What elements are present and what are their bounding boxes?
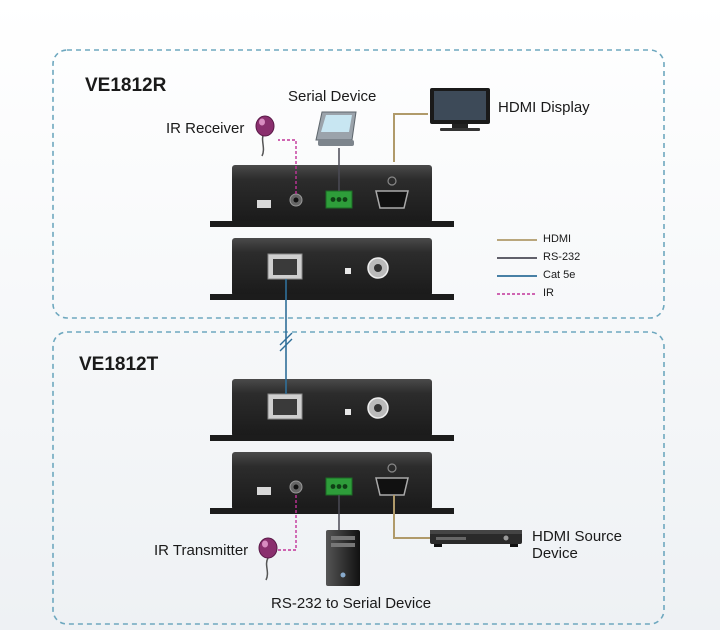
transmitter-ir-cable xyxy=(278,495,297,551)
power-led-icon xyxy=(387,176,397,186)
transmitter-group-box xyxy=(52,331,665,625)
hdmi-source-device-label: HDMI Source Device xyxy=(532,528,623,562)
hdmi-display-icon xyxy=(430,88,490,131)
transmitter-rear-device xyxy=(210,379,454,441)
pc-tower-icon xyxy=(326,530,360,586)
hdmi-port-icon xyxy=(375,477,409,496)
hdmi-port-icon xyxy=(375,190,409,209)
ir-receiver-label: IR Receiver xyxy=(166,120,245,137)
receiver-ir-cable xyxy=(278,139,297,194)
legend-lines xyxy=(497,239,537,295)
cable-break-icon xyxy=(279,332,293,352)
rs232-serial-device-label: RS-232 to Serial Device xyxy=(271,595,432,612)
switch-icon xyxy=(257,487,271,495)
legend-label-ir: IR xyxy=(543,287,554,299)
switch-icon xyxy=(257,200,271,208)
legend-label-cat5e: Cat 5e xyxy=(543,269,576,281)
receiver-hdmi-cable xyxy=(393,113,428,162)
legend-label-hdmi: HDMI xyxy=(543,233,572,245)
legend-label-rs232: RS-232 xyxy=(543,251,581,263)
receiver-model-title: VE1812R xyxy=(85,75,167,96)
transmitter-front-device xyxy=(210,452,454,514)
serial-device-icon xyxy=(315,111,357,146)
ir-transmitter-label: IR Transmitter xyxy=(154,542,249,559)
hdmi-source-player-icon xyxy=(430,530,522,547)
ir-receiver-eye-icon xyxy=(255,115,275,157)
ir-transmitter-eye-icon xyxy=(258,537,278,581)
receiver-front-device xyxy=(210,165,454,227)
receiver-rear-device xyxy=(210,238,454,300)
transmitter-hdmi-cable xyxy=(393,495,430,539)
power-led-icon xyxy=(387,463,397,473)
receiver-group-box xyxy=(52,49,665,319)
transmitter-model-title: VE1812T xyxy=(79,354,159,375)
hdmi-display-label: HDMI Display xyxy=(498,99,590,116)
serial-device-label: Serial Device xyxy=(288,88,377,105)
